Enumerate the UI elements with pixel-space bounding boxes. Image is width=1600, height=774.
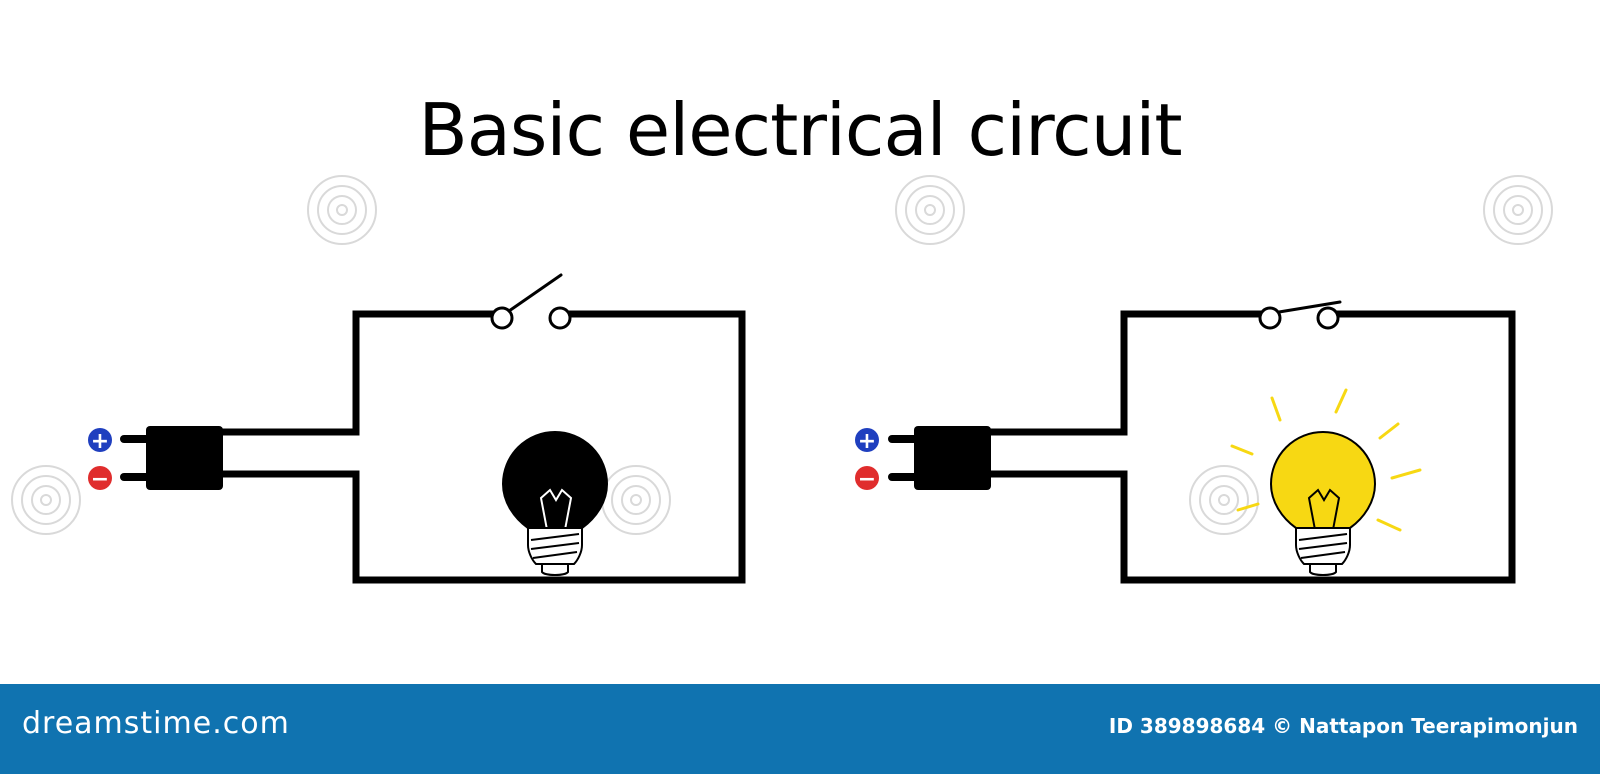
bulb-on-icon xyxy=(1269,431,1377,576)
negative-terminal-icon: − xyxy=(855,466,879,492)
switch-open[interactable] xyxy=(490,273,572,330)
footer-bar: dreamstime.com ID 389898684 © Nattapon T… xyxy=(0,684,1600,774)
positive-terminal-icon: + xyxy=(855,428,879,454)
circuit-diagram: + − + xyxy=(11,175,1553,584)
negative-terminal-icon: − xyxy=(88,466,112,492)
image-credit: ID 389898684 © Nattapon Teerapimonjun xyxy=(1108,714,1578,738)
open-circuit: + − xyxy=(88,273,746,584)
positive-terminal-icon: + xyxy=(88,428,112,454)
dreamstime-logo[interactable]: dreamstime.com xyxy=(22,706,290,741)
negative-sign: − xyxy=(858,467,876,492)
circuit-2-wire xyxy=(990,310,1516,584)
closed-circuit: + − xyxy=(855,300,1516,584)
bulb-off-icon xyxy=(501,431,609,576)
switch-closed[interactable] xyxy=(1258,300,1342,330)
positive-sign: + xyxy=(858,429,876,454)
page-title: Basic electrical circuit xyxy=(418,88,1182,172)
glow-rays xyxy=(1230,388,1422,532)
plug xyxy=(120,426,223,490)
negative-sign: − xyxy=(91,467,109,492)
positive-sign: + xyxy=(91,429,109,454)
circuit-1-wire xyxy=(222,310,746,584)
plug xyxy=(888,426,991,490)
